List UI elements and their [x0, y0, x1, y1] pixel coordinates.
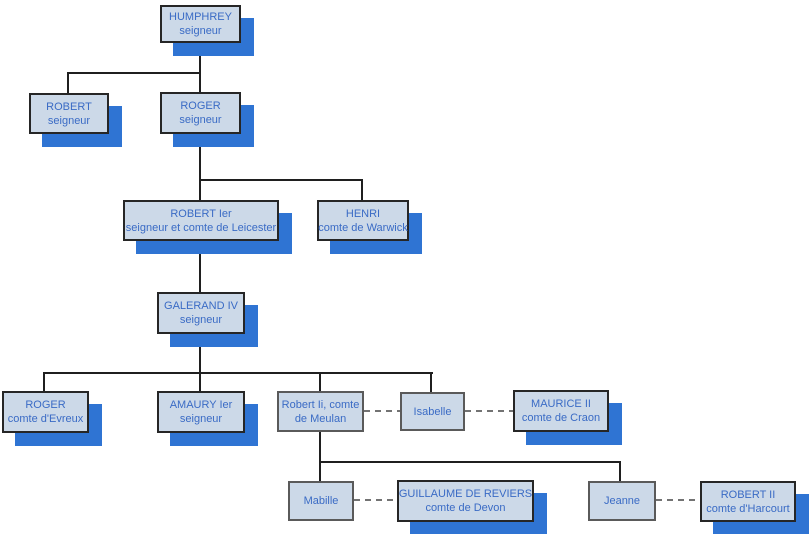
node-person-title: seigneur — [179, 25, 222, 37]
tree-node-roger-evreux[interactable]: ROGER comte d'Evreux — [2, 391, 89, 433]
node-person-name: ROBERT II — [720, 488, 776, 501]
connector-line-vertical — [319, 432, 321, 481]
node-person-name: Robert Ii, comte — [281, 398, 360, 411]
node-person-name: HENRI — [345, 207, 381, 220]
connector-line-horizontal — [199, 179, 363, 181]
node-person-title: comte de Craon — [521, 412, 601, 424]
tree-node-guillaume-de-reviers[interactable]: GUILLAUME DE REVIERS comte de Devon — [397, 480, 534, 522]
node-person-name: HUMPHREY — [169, 11, 232, 23]
tree-node-mabille[interactable]: Mabille — [288, 481, 354, 521]
marriage-dashed-line — [354, 499, 397, 501]
node-person-name: ROBERT Ier — [170, 207, 232, 220]
node-person-name: AMAURY Ier — [169, 399, 233, 411]
connector-line-vertical — [67, 72, 69, 93]
connector-line-vertical — [430, 372, 432, 392]
connector-line-vertical — [199, 43, 201, 93]
node-person-title: comte de Devon — [425, 502, 506, 514]
connector-line-vertical — [199, 334, 201, 391]
node-person-title: seigneur — [179, 413, 223, 425]
node-person-title: comte de Warwick — [318, 221, 408, 234]
tree-node-roger[interactable]: ROGER seigneur — [160, 92, 241, 134]
node-person-name: MAURICE II — [531, 398, 591, 410]
tree-node-amaury-1er[interactable]: AMAURY Ier seigneur — [157, 391, 245, 433]
node-person-name: GUILLAUME DE REVIERS — [398, 488, 533, 500]
node-person-name: Jeanne — [603, 495, 641, 507]
node-person-title: comte d'Evreux — [7, 413, 84, 425]
connector-line-vertical — [619, 461, 621, 481]
marriage-dashed-line — [465, 410, 513, 412]
connector-line-horizontal — [43, 372, 433, 374]
marriage-dashed-line — [364, 410, 400, 412]
node-person-title: seigneur — [179, 114, 222, 126]
tree-node-humphrey[interactable]: HUMPHREY seigneur — [160, 5, 241, 43]
connector-line-horizontal — [319, 461, 621, 463]
node-person-name: Isabelle — [413, 405, 452, 418]
node-person-title: seigneur — [179, 314, 223, 326]
connector-line-vertical — [43, 372, 45, 391]
node-person-title: comte d'Harcourt — [706, 502, 790, 515]
node-person-name: GALERAND IV — [164, 300, 238, 312]
connector-line-horizontal — [67, 72, 201, 74]
tree-node-maurice-ii[interactable]: MAURICE II comte de Craon — [513, 390, 609, 432]
node-person-name: ROGER — [25, 399, 66, 411]
connector-line-vertical — [199, 134, 201, 200]
node-person-name: ROGER — [180, 100, 221, 112]
connector-line-vertical — [199, 241, 201, 292]
tree-node-galerand-iv[interactable]: GALERAND IV seigneur — [157, 292, 245, 334]
marriage-dashed-line — [656, 499, 700, 501]
node-person-title: de Meulan — [294, 412, 347, 425]
connector-line-vertical — [361, 179, 363, 200]
connector-line-vertical — [319, 372, 321, 391]
tree-node-isabelle[interactable]: Isabelle — [400, 392, 465, 431]
node-person-title: seigneur et comte de Leicester — [125, 221, 277, 234]
tree-node-jeanne[interactable]: Jeanne — [588, 481, 656, 521]
node-person-title: seigneur — [47, 114, 91, 127]
node-person-name: ROBERT — [46, 100, 92, 113]
node-person-name: Mabille — [303, 495, 339, 507]
